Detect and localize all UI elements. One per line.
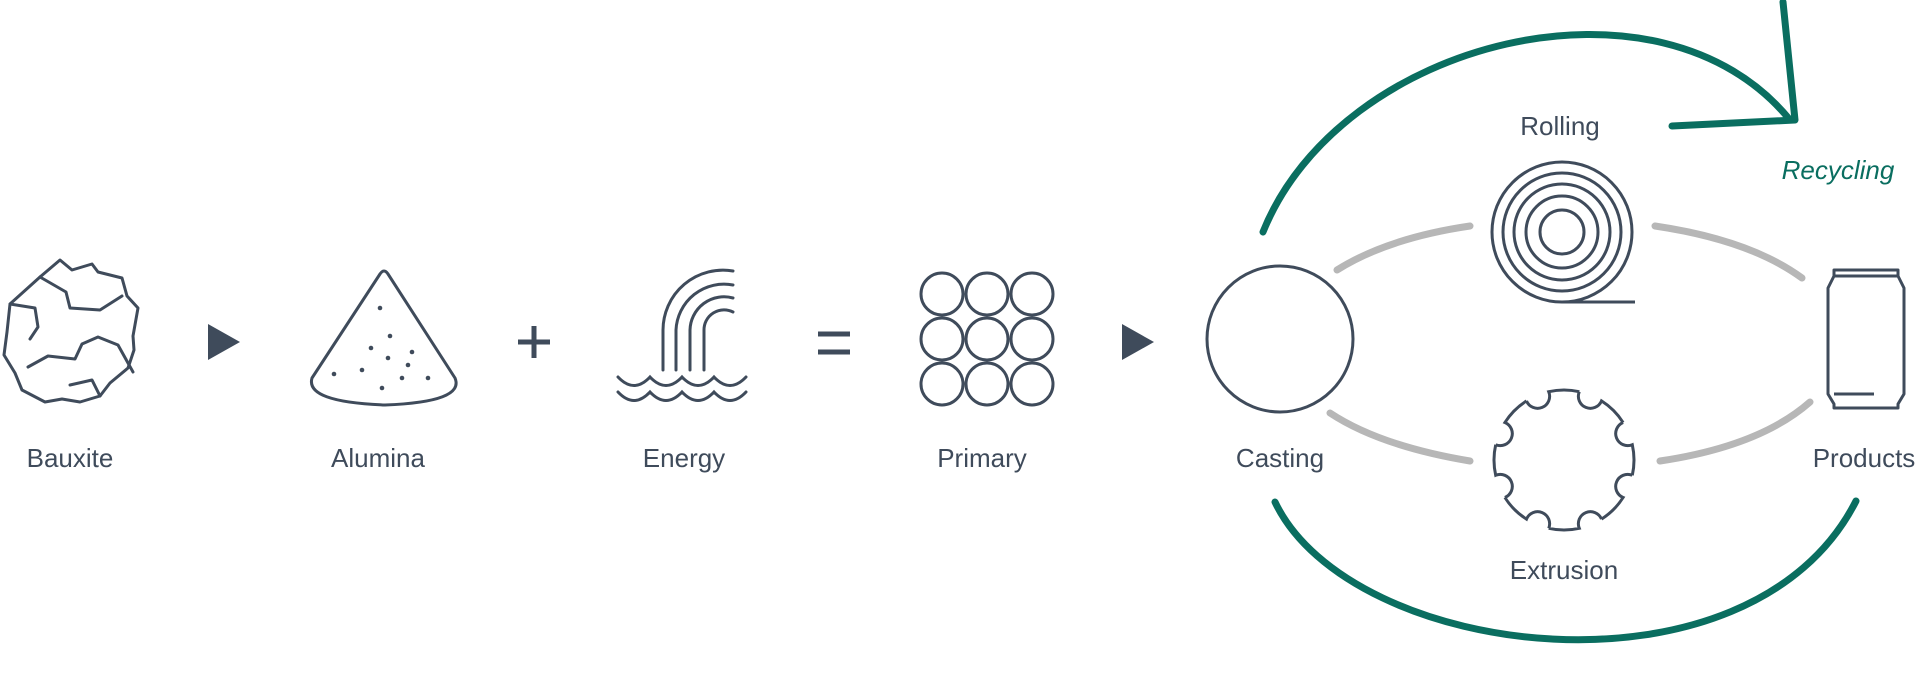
alumina-pile-icon (309, 269, 458, 407)
label-primary: Primary (937, 443, 1027, 473)
rolling-coil-icon (1490, 160, 1635, 304)
recycling-arc-top (1259, 31, 1794, 236)
label-recycling: Recycling (1781, 155, 1895, 185)
bauxite-rock-icon (2, 258, 140, 404)
connector-casting-rolling (1333, 222, 1474, 274)
equals-icon (818, 331, 850, 355)
casting-circle-icon (1205, 264, 1355, 414)
energy-hydro-icon (616, 268, 748, 402)
label-products: Products (1812, 443, 1916, 473)
extrusion-die-outline (1492, 388, 1636, 532)
recycling-arc-bottom (1271, 497, 1860, 644)
flow-arrow-icon (1122, 324, 1154, 360)
label-extrusion: Extrusion (1509, 555, 1619, 585)
recycling-arrowhead-icon (1668, 0, 1799, 130)
connector-casting-extrusion (1326, 409, 1474, 465)
process-connectors (1326, 222, 1814, 465)
label-energy: Energy (642, 443, 726, 473)
connector-rolling-products (1651, 222, 1806, 282)
primary-ingots-icon (919, 271, 1055, 407)
label-casting: Casting (1235, 443, 1325, 473)
recycling-loop (1259, 0, 1860, 644)
plus-icon (518, 326, 550, 358)
flow-arrow-icon (208, 324, 240, 360)
label-bauxite: Bauxite (26, 443, 114, 473)
alumina-grains-icon (331, 305, 431, 391)
label-alumina: Alumina (331, 443, 425, 473)
connector-extrusion-products (1656, 398, 1814, 465)
extrusion-die-icon (1492, 388, 1636, 532)
products-can-icon (1826, 268, 1906, 410)
label-rolling: Rolling (1520, 111, 1600, 141)
